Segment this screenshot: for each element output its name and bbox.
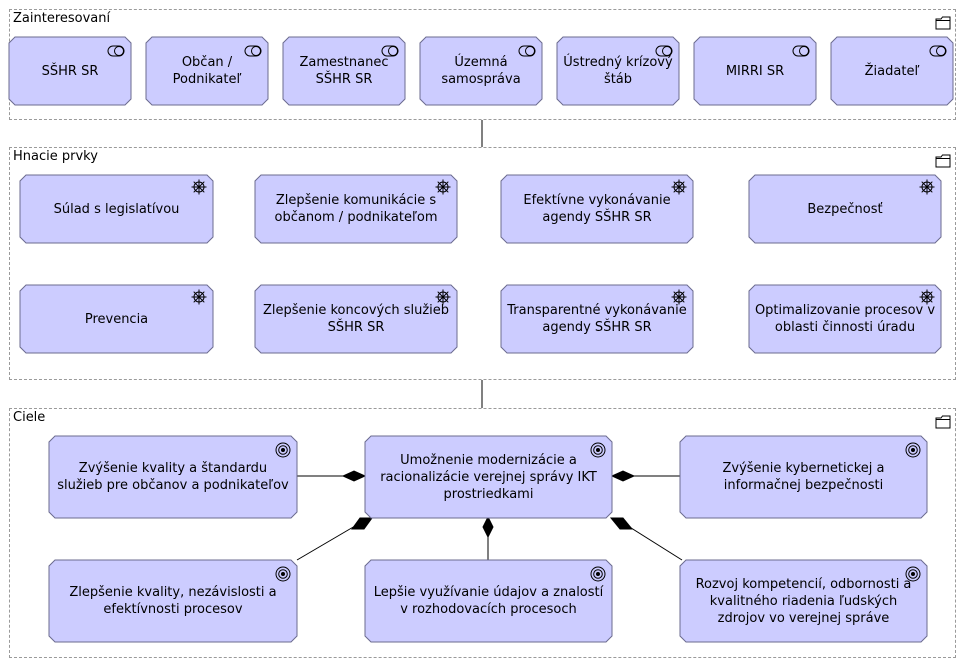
driver-icon <box>191 289 207 305</box>
folder-icon <box>935 154 951 168</box>
stakeholder-element[interactable]: SŠHR SR <box>8 36 132 106</box>
goal-element[interactable]: Zvýšenie kvality a štandardu služieb pre… <box>48 435 298 519</box>
driver-element[interactable]: Optimalizovanie procesov v oblasti činno… <box>748 284 942 354</box>
driver-icon <box>919 289 935 305</box>
folder-icon <box>935 415 951 429</box>
driver-element[interactable]: Bezpečnosť <box>748 174 942 244</box>
goal-icon <box>905 566 921 582</box>
stakeholder-label: Žiadateľ <box>864 63 920 79</box>
driver-element[interactable]: Súlad s legislatívou <box>19 174 214 244</box>
stakeholder-label: Občan / Podnikateľ <box>172 55 242 87</box>
goal-icon <box>590 566 606 582</box>
group-title-goals: Ciele <box>13 410 46 425</box>
goal-icon <box>275 442 291 458</box>
stakeholder-label: MIRRI SR <box>725 63 785 79</box>
stakeholder-icon <box>381 45 399 57</box>
goal-label: Rozvoj kompetencií, odbornosti a kvalitn… <box>695 576 912 626</box>
driver-icon <box>919 179 935 195</box>
stakeholder-label: Územná samospráva <box>441 55 521 87</box>
stakeholder-icon <box>518 45 536 57</box>
driver-icon <box>191 179 207 195</box>
driver-label: Zlepšenie koncových služieb SŠHR SR <box>262 303 450 335</box>
driver-label: Bezpečnosť <box>807 201 883 217</box>
stakeholder-icon <box>792 45 810 57</box>
folder-icon <box>935 16 951 30</box>
goal-element[interactable]: Zvýšenie kybernetickej a informačnej bez… <box>679 435 928 519</box>
driver-element[interactable]: Transparentné vykonávanie agendy SŠHR SR <box>500 284 694 354</box>
stakeholder-element[interactable]: Občan / Podnikateľ <box>145 36 269 106</box>
goal-element[interactable]: Rozvoj kompetencií, odbornosti a kvalitn… <box>679 559 928 643</box>
stakeholder-label: SŠHR SR <box>41 63 99 79</box>
group-title-drivers: Hnacie prvky <box>13 149 98 164</box>
stakeholder-element[interactable]: Územná samospráva <box>419 36 543 106</box>
goal-icon <box>275 566 291 582</box>
goal-label: Zvýšenie kvality a štandardu služieb pre… <box>57 461 289 493</box>
stakeholder-icon <box>244 45 262 57</box>
stakeholder-icon <box>107 45 125 57</box>
driver-icon <box>435 289 451 305</box>
driver-icon <box>435 179 451 195</box>
stakeholder-icon <box>655 45 673 57</box>
goal-element[interactable]: Lepšie využívanie údajov a znalostí v ro… <box>364 559 613 643</box>
driver-label: Transparentné vykonávanie agendy SŠHR SR <box>507 303 687 335</box>
driver-icon <box>671 289 687 305</box>
goal-label: Lepšie využívanie údajov a znalostí v ro… <box>373 585 604 617</box>
stakeholder-icon <box>929 45 947 57</box>
stakeholder-label: Ústredný krízový štáb <box>563 55 673 87</box>
driver-label: Optimalizovanie procesov v oblasti činno… <box>754 303 936 335</box>
stakeholder-element[interactable]: Žiadateľ <box>830 36 954 106</box>
goal-label: Zvýšenie kybernetickej a informačnej bez… <box>722 461 885 493</box>
driver-element[interactable]: Efektívne vykonávanie agendy SŠHR SR <box>500 174 694 244</box>
driver-label: Efektívne vykonávanie agendy SŠHR SR <box>523 193 671 225</box>
driver-element[interactable]: Prevencia <box>19 284 214 354</box>
stakeholder-element[interactable]: Zamestnanec SŠHR SR <box>282 36 406 106</box>
goal-label: Umožnenie modernizácie a racionalizácie … <box>380 452 597 502</box>
goal-icon <box>905 442 921 458</box>
goal-element[interactable]: Zlepšenie kvality, nezávislosti a efektí… <box>48 559 298 643</box>
driver-element[interactable]: Zlepšenie komunikácie s občanom / podnik… <box>254 174 458 244</box>
driver-element[interactable]: Zlepšenie koncových služieb SŠHR SR <box>254 284 458 354</box>
driver-icon <box>671 179 687 195</box>
stakeholder-element[interactable]: Ústredný krízový štáb <box>556 36 680 106</box>
goal-element[interactable]: Umožnenie modernizácie a racionalizácie … <box>364 435 613 519</box>
driver-label: Zlepšenie komunikácie s občanom / podnik… <box>274 193 438 225</box>
stakeholder-label: Zamestnanec SŠHR SR <box>299 55 389 87</box>
driver-label: Prevencia <box>84 311 149 327</box>
goal-icon <box>590 442 606 458</box>
driver-label: Súlad s legislatívou <box>53 201 180 217</box>
stakeholder-element[interactable]: MIRRI SR <box>693 36 817 106</box>
goal-label: Zlepšenie kvality, nezávislosti a efektí… <box>69 585 277 617</box>
group-title-stakeholders: Zainteresovaní <box>13 11 111 26</box>
